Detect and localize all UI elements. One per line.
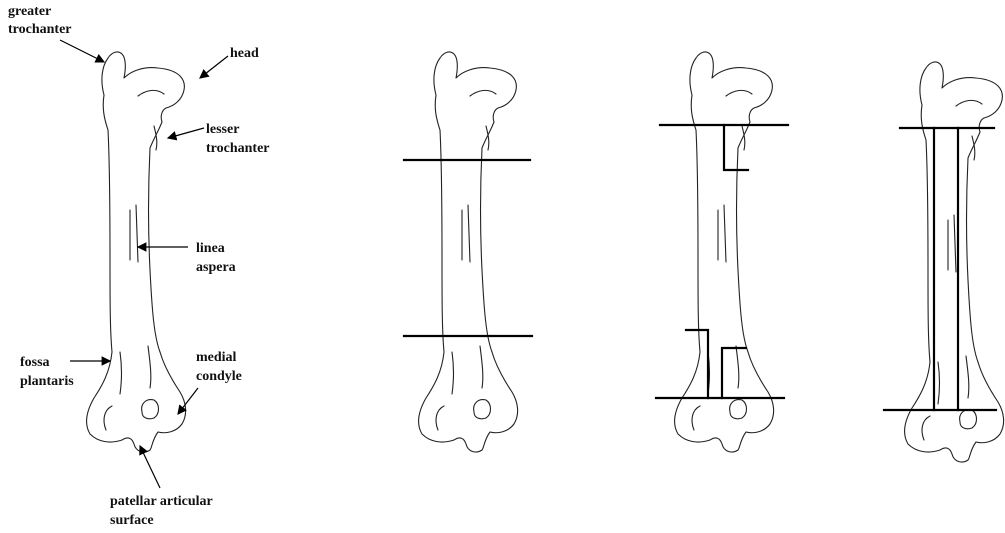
label-head: head <box>230 46 259 61</box>
label-patellar-articular-surface: patellar articular surface <box>110 494 213 528</box>
label-fossa-plantaris-line2: plantaris <box>20 374 74 389</box>
label-fossa-plantaris: fossa plantaris <box>20 355 74 389</box>
label-greater-trochanter-line1: greater <box>8 4 51 19</box>
arrow-head <box>200 56 228 78</box>
label-patellar-articular-surface-line1: patellar articular <box>110 494 213 509</box>
label-linea-aspera: linea aspera <box>196 241 236 275</box>
arrow-greater-trochanter <box>60 40 104 62</box>
label-linea-aspera-line1: linea <box>196 241 225 256</box>
arrow-medial-condyle <box>178 388 198 414</box>
femur-step-cuts <box>675 52 774 452</box>
label-medial-condyle-line2: condyle <box>196 369 242 384</box>
step-cut-bottom-right-step <box>722 348 746 398</box>
arrow-lesser-trochanter <box>168 128 204 138</box>
femur-longitudinal-cuts <box>905 62 1004 462</box>
label-patellar-articular-surface-line2: surface <box>110 513 154 528</box>
label-medial-condyle: medial condyle <box>196 350 242 384</box>
femur-labeled <box>87 52 186 452</box>
label-greater-trochanter: greater trochanter <box>8 4 72 37</box>
label-linea-aspera-line2: aspera <box>196 260 236 275</box>
arrow-patellar-articular-surface <box>140 446 160 488</box>
label-lesser-trochanter: lesser trochanter <box>206 122 270 156</box>
label-lesser-trochanter-line2: trochanter <box>206 141 270 156</box>
label-lesser-trochanter-line1: lesser <box>206 122 239 137</box>
femur-two-cuts <box>419 52 518 452</box>
label-medial-condyle-line1: medial <box>196 350 237 365</box>
label-fossa-plantaris-line1: fossa <box>20 355 50 370</box>
step-cut-bottom-left-step <box>686 330 708 398</box>
label-greater-trochanter-line2: trochanter <box>8 22 72 37</box>
